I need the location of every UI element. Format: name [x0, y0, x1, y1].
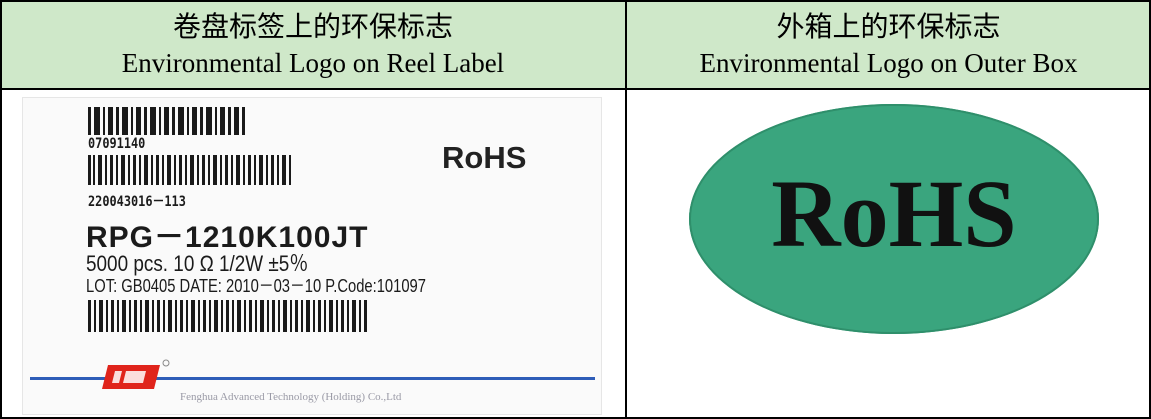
table-border-top — [0, 0, 1151, 2]
product-code: 220043016－113 — [88, 194, 186, 210]
barcode-icon — [88, 300, 367, 332]
reel-label-image: 07091140 RoHS 220043016－113 RPG－1210K100… — [22, 97, 602, 415]
header-title-en: Environmental Logo on Outer Box — [699, 48, 1078, 78]
lot-date-line: LOT: GB0405 DATE: 2010－03－10 P.Code:1010… — [86, 276, 426, 296]
table-border-right — [1149, 0, 1151, 419]
outer-box-rohs-sticker: RoHS — [689, 104, 1099, 334]
header-cell-box: 外箱上的环保标志 Environmental Logo on Outer Box — [626, 0, 1151, 89]
table-border-bottom — [0, 417, 1151, 419]
table-column-divider — [625, 0, 627, 419]
barcode-icon — [88, 107, 245, 135]
table-header-divider — [0, 88, 1151, 90]
reel-label-graphics — [30, 107, 595, 389]
header-title-zh: 卷盘标签上的环保标志 — [172, 10, 453, 43]
header-cell-reel: 卷盘标签上的环保标志 Environmental Logo on Reel La… — [0, 0, 626, 89]
header-title-en: Environmental Logo on Reel Label — [121, 48, 505, 78]
rohs-mark: RoHS — [771, 160, 1017, 267]
part-number: RPG－1210K100JT — [86, 221, 369, 254]
company-logo-icon — [102, 359, 170, 389]
barcode-icon — [88, 155, 291, 185]
rohs-mark: RoHS — [442, 140, 527, 175]
lot-code: 07091140 — [88, 136, 146, 152]
header-title-zh: 外箱上的环保标志 — [776, 10, 1001, 43]
table-border-left — [0, 0, 2, 419]
company-name: Fenghua Advanced Technology (Holding) Co… — [180, 391, 402, 403]
spec-line: 5000 pcs. 10 Ω 1/2W ±5％ — [86, 251, 309, 276]
rohs-oval — [689, 104, 1099, 334]
label-stripe — [30, 377, 595, 380]
